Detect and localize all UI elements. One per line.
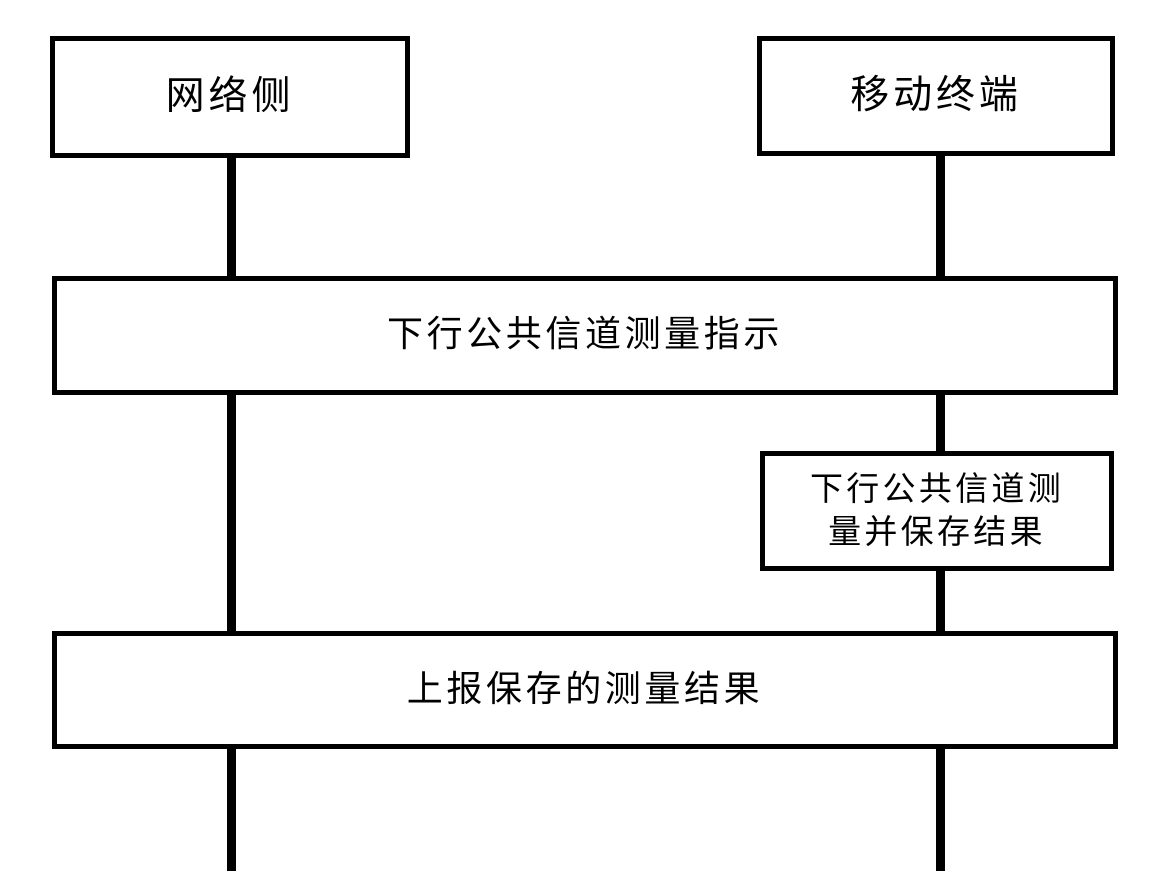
message-box-report-results: 上报保存的测量结果 (52, 631, 1118, 749)
lifeline-mobile-terminal-segment-middle (936, 389, 945, 457)
process-box-measure-and-save: 下行公共信道测 量并保存结果 (760, 451, 1114, 571)
actor-box-mobile-terminal: 移动终端 (757, 36, 1115, 156)
lifeline-mobile-terminal-segment-top (936, 150, 945, 282)
process-label-measure-and-save: 下行公共信道测 量并保存结果 (809, 469, 1065, 551)
actor-box-network-side: 网络侧 (50, 36, 410, 158)
lifeline-network-side-segment-middle (227, 389, 236, 637)
lifeline-mobile-terminal-segment-bottom (936, 743, 945, 871)
message-label-report-results: 上报保存的测量结果 (406, 668, 764, 710)
actor-label-mobile-terminal: 移动终端 (850, 72, 1022, 118)
lifeline-mobile-terminal-segment-middle-lower (936, 565, 945, 637)
actor-label-network-side: 网络侧 (165, 73, 295, 119)
lifeline-network-side-segment-bottom (227, 743, 236, 871)
message-label-measure-indication: 下行公共信道测量指示 (386, 314, 783, 356)
message-box-measure-indication: 下行公共信道测量指示 (52, 276, 1118, 395)
lifeline-network-side-segment-top (227, 150, 236, 282)
